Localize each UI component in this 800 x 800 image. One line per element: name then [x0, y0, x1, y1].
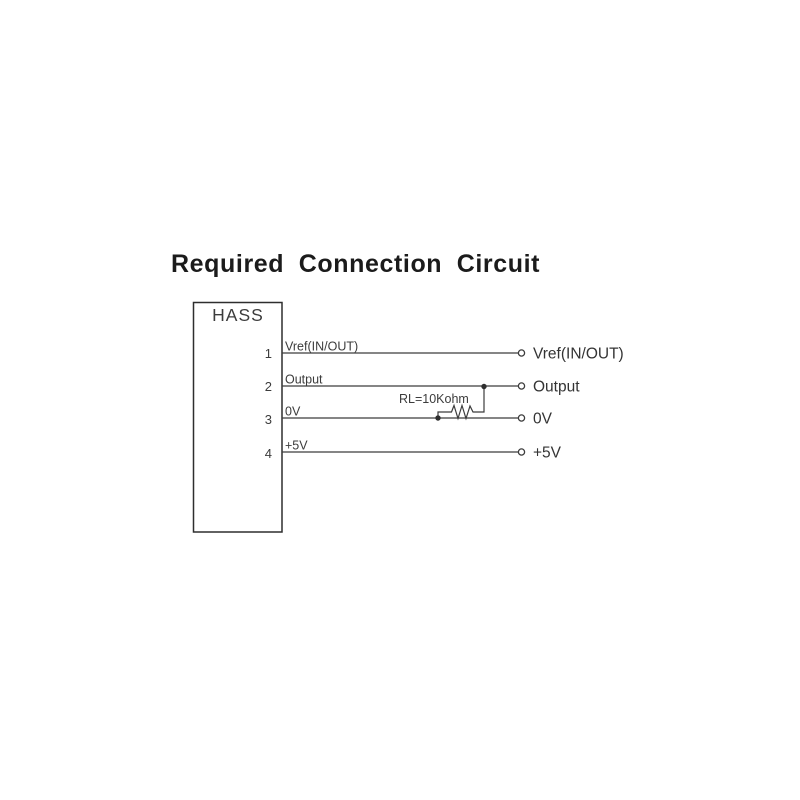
pin-3-0v: 3 0V 0V	[265, 405, 553, 428]
pin-2-wire-label: Output	[285, 373, 323, 387]
zero-volt-junction-dot	[435, 415, 441, 421]
pin-4-terminal-circle	[517, 448, 526, 456]
pin-1-wire-label: Vref(IN/OUT)	[285, 340, 358, 354]
pin-1-vref: 1 Vref(IN/OUT) Vref(IN/OUT)	[265, 340, 624, 363]
pin-4-number: 4	[265, 446, 272, 461]
pin-3-terminal-circle	[517, 414, 526, 422]
pin-1-number: 1	[265, 346, 272, 361]
resistor-value-label: RL=10Kohm	[399, 392, 469, 406]
hass-component-box	[192, 301, 283, 533]
output-junction-dot	[481, 383, 487, 390]
pin-1-terminal-label: Vref(IN/OUT)	[533, 346, 624, 363]
pin-3-wire-label: 0V	[285, 405, 301, 419]
pin-2-number: 2	[265, 379, 272, 394]
pin-4-5v: 4 +5V +5V	[265, 439, 562, 462]
hass-box-label: HASS	[212, 305, 264, 325]
pin-2-terminal-circle	[517, 382, 526, 390]
resistor-zigzag-symbol	[437, 386, 485, 421]
pin-3-terminal-label: 0V	[533, 411, 553, 428]
pin-2-output: 2 Output Output	[265, 373, 580, 396]
pin-4-terminal-label: +5V	[533, 445, 562, 462]
pin-2-terminal-label: Output	[533, 379, 580, 396]
page-title: Required Connection Circuit	[171, 250, 541, 278]
load-resistor: RL=10Kohm	[399, 383, 487, 421]
pin-4-wire-label: +5V	[285, 439, 308, 453]
pin-3-number: 3	[265, 412, 272, 427]
pin-1-terminal-circle	[517, 349, 526, 357]
